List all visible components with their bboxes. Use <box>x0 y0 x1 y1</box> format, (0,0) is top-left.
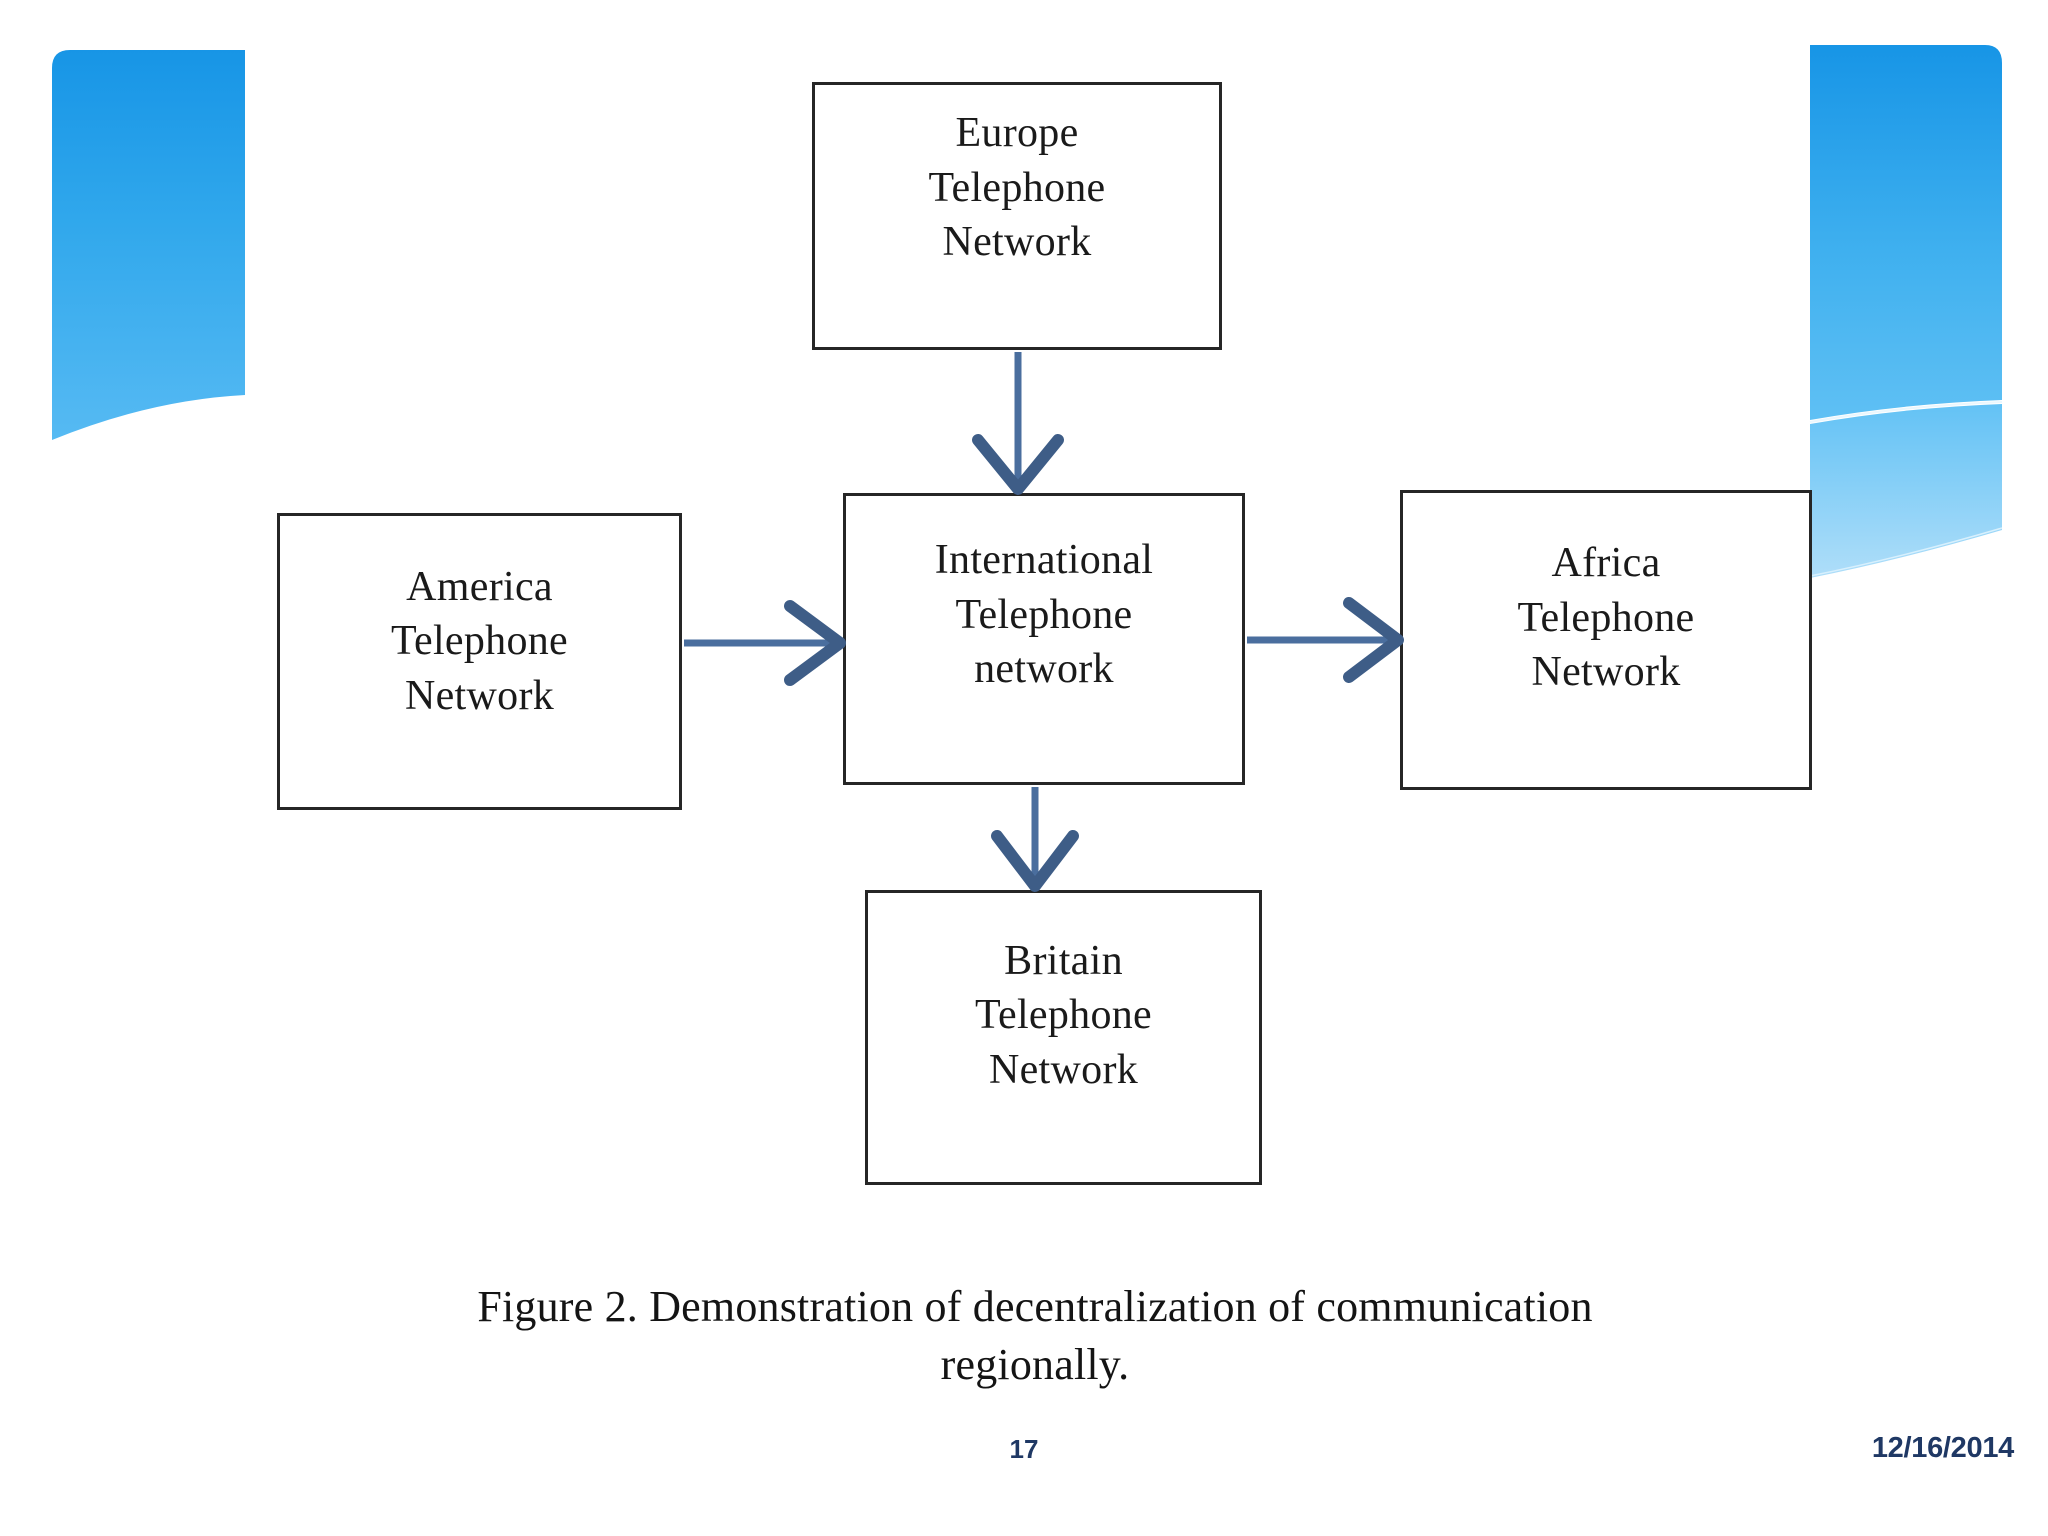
node-international-line3: network <box>974 646 1114 693</box>
node-europe-line1: Europe <box>955 110 1079 157</box>
node-europe-line2: Telephone <box>928 164 1106 211</box>
slide-number: 17 <box>1009 1434 1039 1464</box>
node-america-line3: Network <box>404 672 555 719</box>
node-international-line2: Telephone <box>955 591 1133 638</box>
arrow-america-to-international <box>684 600 846 686</box>
node-america-line1: America <box>406 563 553 610</box>
node-international-line1: International <box>934 537 1154 584</box>
node-britain-line2: Telephone <box>974 992 1153 1039</box>
node-africa-line3: Network <box>1531 649 1681 696</box>
node-africa-line2: Telephone <box>1517 594 1695 641</box>
figure-caption: Figure 2. Demonstration of decentralizat… <box>477 1282 1593 1390</box>
node-africa-line1: Africa <box>1551 540 1661 587</box>
node-europe-line3: Network <box>942 219 1092 266</box>
arrow-europe-to-international <box>972 352 1064 495</box>
node-america-line2: Telephone <box>390 618 569 665</box>
node-britain-line1: Britain <box>1004 937 1123 984</box>
slide-date: 12/16/2014 <box>1871 1432 2014 1464</box>
arrow-international-to-britain <box>991 787 1079 892</box>
node-britain-line3: Network <box>988 1046 1139 1093</box>
arrow-international-to-africa <box>1247 597 1404 683</box>
